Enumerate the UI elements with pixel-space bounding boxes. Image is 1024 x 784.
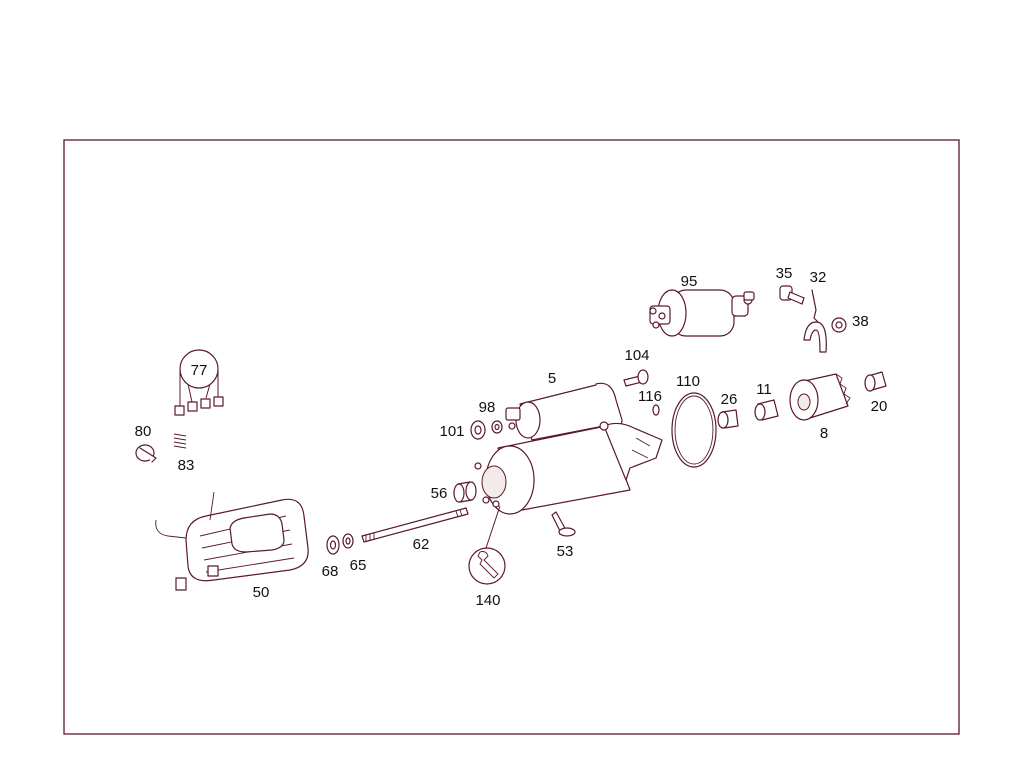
wrench-icon xyxy=(477,551,499,579)
part-32-shift-fork[interactable] xyxy=(803,289,827,353)
part-50-field-coil[interactable] xyxy=(155,491,309,591)
part-35-bolt[interactable] xyxy=(779,285,805,305)
label-104: 104 xyxy=(624,347,649,364)
label-8: 8 xyxy=(820,425,828,442)
label-53: 53 xyxy=(557,543,574,560)
label-62: 62 xyxy=(413,536,430,553)
starter-motor-body[interactable] xyxy=(474,421,663,515)
label-80: 80 xyxy=(135,423,152,440)
part-65-washer[interactable] xyxy=(342,533,354,549)
part-11-bushing[interactable] xyxy=(754,399,779,421)
label-32: 32 xyxy=(810,269,827,286)
part-8-pinion[interactable] xyxy=(789,373,851,421)
diagram-frame xyxy=(63,139,960,735)
label-20: 20 xyxy=(871,398,888,415)
part-110-o-ring[interactable] xyxy=(671,392,717,468)
label-101: 101 xyxy=(439,423,464,440)
part-26-bushing[interactable] xyxy=(717,409,739,429)
label-95: 95 xyxy=(681,273,698,290)
label-38: 38 xyxy=(852,313,869,330)
part-56-bushing[interactable] xyxy=(453,481,477,503)
label-11: 11 xyxy=(756,381,772,398)
part-20-bushing[interactable] xyxy=(864,371,887,392)
label-116: 116 xyxy=(638,388,662,405)
label-110: 110 xyxy=(676,373,700,390)
label-65: 65 xyxy=(350,557,367,574)
part-53-screw[interactable] xyxy=(551,511,576,537)
label-26: 26 xyxy=(721,391,738,408)
part-5-starter-solenoid[interactable] xyxy=(505,382,623,441)
part-104-screw[interactable] xyxy=(623,369,649,387)
part-83-spring[interactable] xyxy=(173,433,187,449)
label-35: 35 xyxy=(776,265,793,282)
part-95-solenoid[interactable] xyxy=(649,289,755,337)
label-56: 56 xyxy=(431,485,448,502)
part-77-brush-set[interactable] xyxy=(174,349,224,416)
part-98-washer[interactable] xyxy=(491,420,503,434)
label-50: 50 xyxy=(253,584,270,601)
label-98: 98 xyxy=(479,399,496,416)
part-140-wrench[interactable] xyxy=(468,505,506,585)
part-80-spring-clip[interactable] xyxy=(135,444,157,463)
part-116-ring[interactable] xyxy=(652,404,660,416)
part-38-nut[interactable] xyxy=(831,317,847,333)
label-68: 68 xyxy=(322,563,339,580)
label-83: 83 xyxy=(178,457,195,474)
part-68-washer[interactable] xyxy=(326,535,340,555)
label-5: 5 xyxy=(548,370,556,387)
part-62-through-bolt[interactable] xyxy=(361,507,469,543)
part-101-washer[interactable] xyxy=(470,420,486,440)
label-77: 77 xyxy=(191,362,208,379)
label-140: 140 xyxy=(475,592,500,609)
